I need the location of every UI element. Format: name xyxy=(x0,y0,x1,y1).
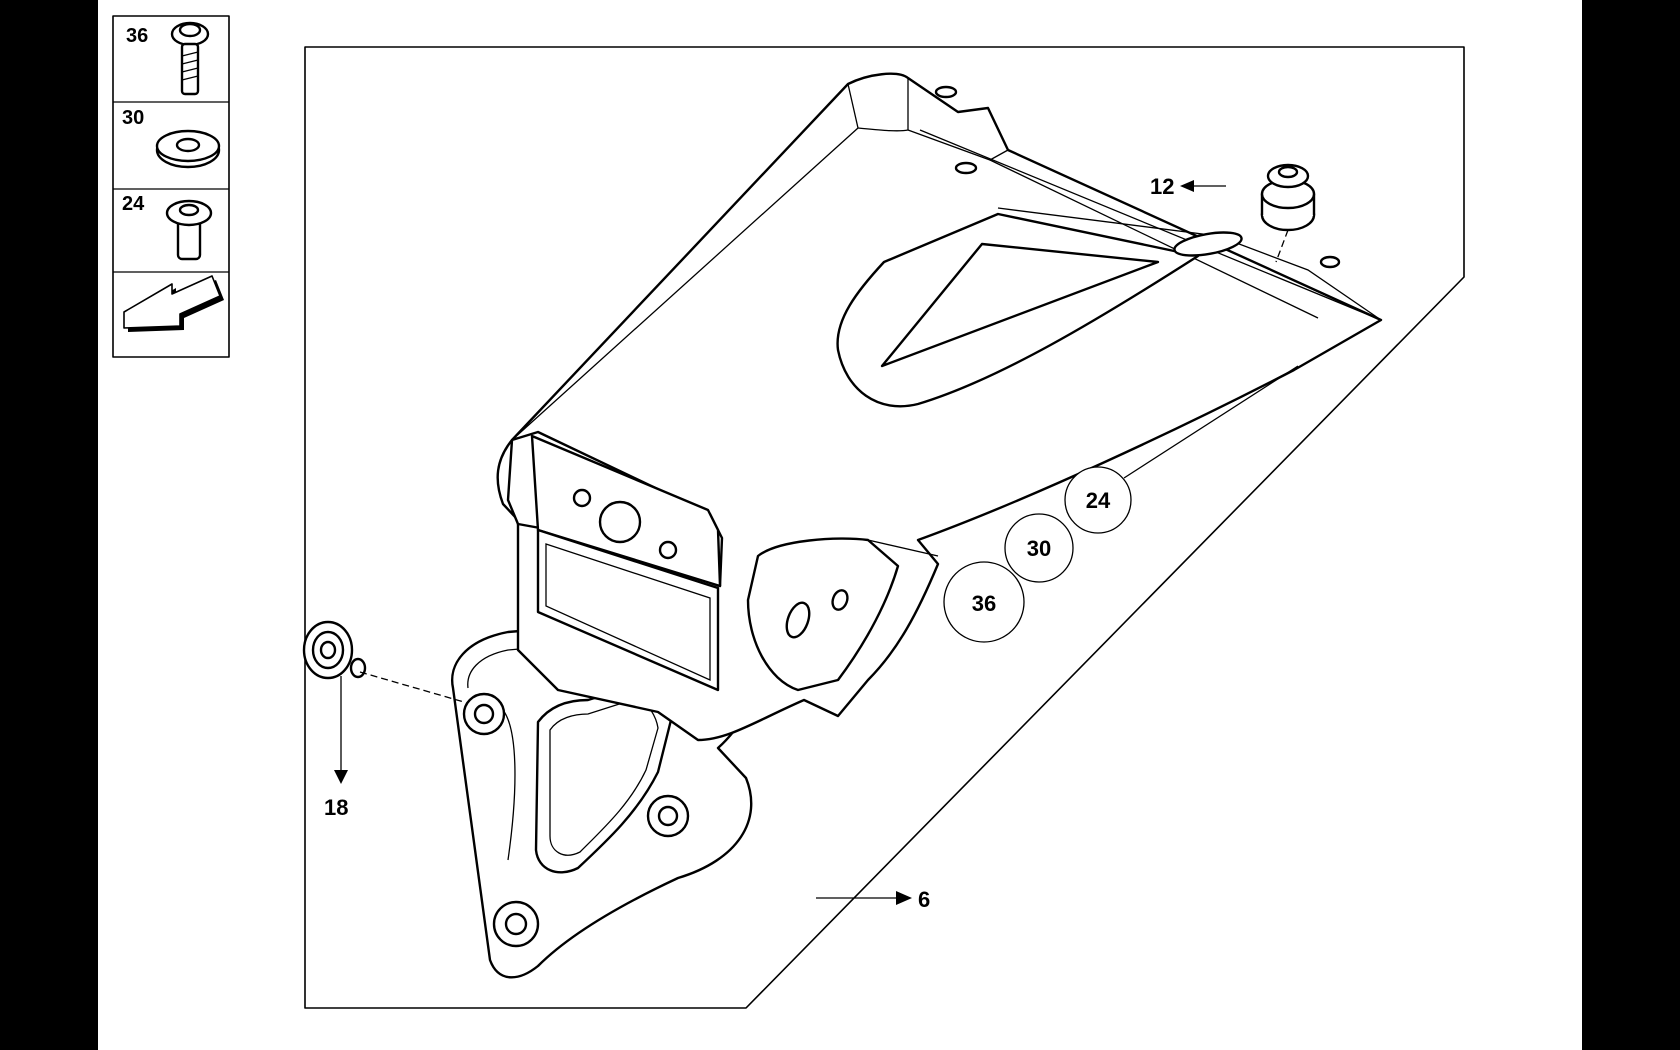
direction-arrow-icon xyxy=(123,275,224,332)
foot-hole-top xyxy=(462,692,506,736)
part-18-nut xyxy=(302,620,465,703)
legend-panel: 36 30 24 xyxy=(112,15,230,358)
diagram-canvas: 36 30 24 xyxy=(98,0,1582,1050)
rear-frame-bracket xyxy=(450,72,1383,979)
assembly-frame xyxy=(304,46,1465,1009)
callout-18: 18 xyxy=(324,676,348,820)
legend-item-36: 36 xyxy=(126,21,210,96)
legend-label-30: 30 xyxy=(122,107,144,129)
part-12-rubber-buffer xyxy=(1260,163,1316,263)
washer-icon xyxy=(155,129,221,169)
foot-hole-right xyxy=(646,794,690,838)
circle-callout-24-label: 24 xyxy=(1086,488,1111,513)
legend-label-24: 24 xyxy=(122,193,145,215)
legend-item-30: 30 xyxy=(122,107,221,169)
circle-callout-30-label: 30 xyxy=(1027,536,1051,561)
legend-item-24: 24 xyxy=(122,193,213,261)
parts-diagram: 36 30 24 xyxy=(112,15,1465,1009)
circle-callout-36: 36 xyxy=(943,561,1025,643)
foot-hole-bottom xyxy=(492,900,540,948)
callout-12: 12 xyxy=(1150,174,1226,199)
screw-icon xyxy=(170,21,210,96)
callout-18-label: 18 xyxy=(324,795,348,820)
circle-callout-30: 30 xyxy=(1004,513,1074,583)
callout-6: 6 xyxy=(816,887,930,912)
leader-24 xyxy=(1123,365,1299,479)
circle-callout-24: 24 xyxy=(1064,466,1132,534)
circle-callout-36-label: 36 xyxy=(972,591,996,616)
callout-12-label: 12 xyxy=(1150,174,1174,199)
callout-6-label: 6 xyxy=(918,887,930,912)
legend-label-36: 36 xyxy=(126,25,148,47)
bushing-icon xyxy=(165,199,213,261)
